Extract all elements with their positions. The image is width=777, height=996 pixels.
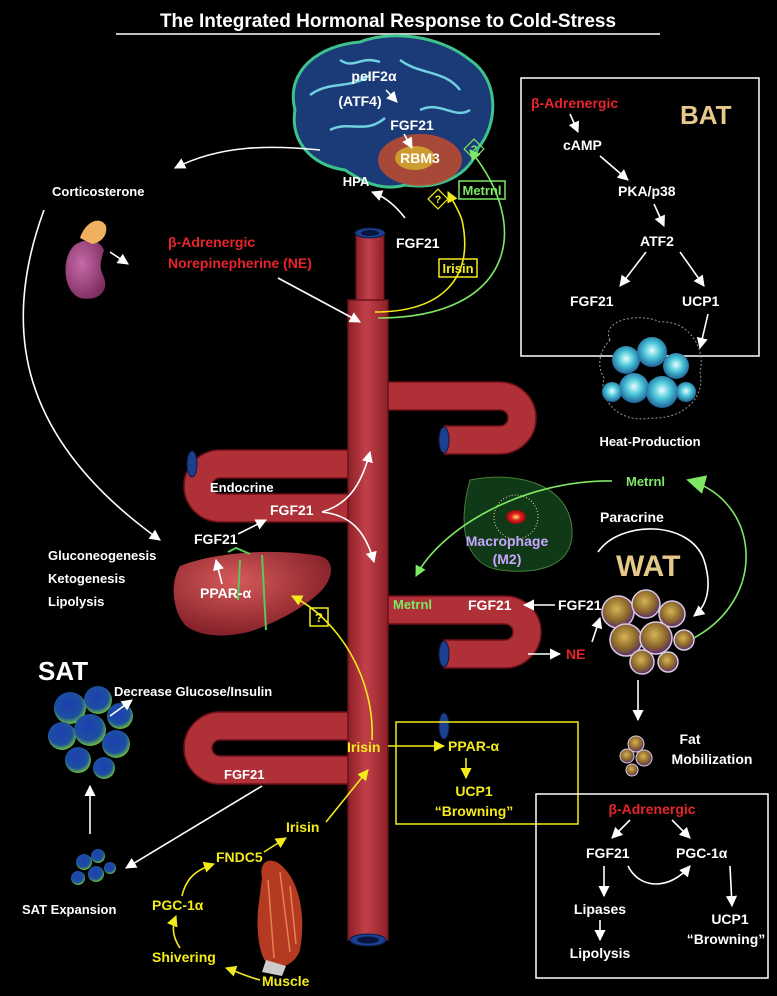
vessel-metrnl-top: Metrnl xyxy=(463,183,502,198)
lower-ucp1: UCP1 xyxy=(711,911,749,927)
vessel-irisin-low: Irisin xyxy=(347,739,380,755)
white-fat-cells-icon xyxy=(601,589,695,675)
wat-fgf21-right: FGF21 xyxy=(558,597,602,613)
macrophage-icon xyxy=(493,494,539,540)
lipolysis-label: Lipolysis xyxy=(48,594,104,609)
metrnl-top-box: Metrnl xyxy=(458,180,506,200)
bat-ucp1: UCP1 xyxy=(682,293,720,309)
lower-beta: β-Adrenergic xyxy=(608,801,695,817)
bat-atf2: ATF2 xyxy=(640,233,674,249)
vessel-fgf21-top: FGF21 xyxy=(396,235,440,251)
adrenal-kidney-icon xyxy=(65,220,107,299)
vessel-fgf21-mid: FGF21 xyxy=(270,502,314,518)
wat-ne-label: NE xyxy=(566,646,585,662)
sat-expansion-label: SAT Expansion xyxy=(22,902,116,917)
rbm3-label: RBM3 xyxy=(400,150,440,166)
browning-ppar: PPAR-α xyxy=(448,738,500,754)
paracrine-label: Paracrine xyxy=(600,509,664,525)
wat-fgf21-left: FGF21 xyxy=(468,597,512,613)
fat-mobilization-cells-icon xyxy=(619,735,653,777)
bat-beta: β-Adrenergic xyxy=(531,95,618,111)
brain-fgf21-label: FGF21 xyxy=(390,117,434,133)
bat-pka: PKA/p38 xyxy=(618,183,676,199)
lower-browning: “Browning” xyxy=(687,931,766,947)
browning-ucp1: UCP1 xyxy=(455,783,493,799)
bat-camp: cAMP xyxy=(563,137,602,153)
wat-label: WAT xyxy=(616,550,680,583)
peif2a-label: peIF2α xyxy=(351,68,397,84)
lower-lipases: Lipases xyxy=(574,901,626,917)
blood-vessel xyxy=(183,227,542,947)
vessel-fgf21-low: FGF21 xyxy=(224,767,264,782)
fat-line2: Mobilization xyxy=(672,751,753,767)
brain-icon xyxy=(291,34,495,189)
liver-ppar-label: PPAR-α xyxy=(200,585,252,601)
question-box-yellow-top: ? xyxy=(427,188,449,210)
adrenal-beta-label: β-Adrenergic xyxy=(168,234,255,250)
hpa-label: HPA xyxy=(343,174,370,189)
atf4-label: (ATF4) xyxy=(338,93,381,109)
irisin-top-box: Irisin xyxy=(438,258,478,278)
gluconeogenesis-label: Gluconeogenesis xyxy=(48,548,156,563)
macrophage-line2: (M2) xyxy=(493,551,522,567)
sat-label: SAT xyxy=(38,656,88,686)
ne-label: Norepinepherine (NE) xyxy=(168,255,312,271)
bat-fgf21: FGF21 xyxy=(570,293,614,309)
subcutaneous-fat-cells-icon xyxy=(48,686,133,779)
wat-metrnl-label: Metrnl xyxy=(626,474,665,489)
svg-text:?: ? xyxy=(471,144,478,156)
fat-line1: Fat xyxy=(680,731,701,747)
heat-production-label: Heat-Production xyxy=(599,434,700,449)
lower-pgc: PGC-1α xyxy=(676,845,728,861)
vessel-irisin-top: Irisin xyxy=(442,261,473,276)
macrophage-region xyxy=(463,476,573,572)
pgc-label: PGC-1α xyxy=(152,897,204,913)
muscle-label: Muscle xyxy=(262,973,310,989)
shivering-label: Shivering xyxy=(152,949,216,965)
decrease-label: Decrease Glucose/Insulin xyxy=(114,684,272,699)
fndc5-label: FNDC5 xyxy=(216,849,263,865)
svg-text:?: ? xyxy=(315,610,323,625)
browning-box xyxy=(395,721,579,825)
lower-lipolysis: Lipolysis xyxy=(570,945,631,961)
page-title: The Integrated Hormonal Response to Cold… xyxy=(160,11,616,32)
liver-icon xyxy=(173,546,332,636)
endocrine-label: Endocrine xyxy=(210,480,274,495)
sat-expansion-cells-icon xyxy=(71,849,116,885)
lower-right-box xyxy=(535,793,769,979)
muscle-icon xyxy=(257,860,303,976)
brown-fat-cells-icon xyxy=(599,317,702,420)
bat-label: BAT xyxy=(680,100,732,130)
browning-label: “Browning” xyxy=(435,803,514,819)
lower-fgf21: FGF21 xyxy=(586,845,630,861)
svg-text:?: ? xyxy=(435,194,442,206)
ketogenesis-label: Ketogenesis xyxy=(48,571,125,586)
question-box-liver: ? xyxy=(309,607,329,627)
muscle-irisin: Irisin xyxy=(286,819,319,835)
liver-fgf21-label: FGF21 xyxy=(194,531,238,547)
macrophage-line1: Macrophage xyxy=(466,533,549,549)
question-box-green-top: ? xyxy=(463,138,485,160)
corticosterone-label: Corticosterone xyxy=(52,184,144,199)
wat-metrnl-low: Metrnl xyxy=(393,597,432,612)
